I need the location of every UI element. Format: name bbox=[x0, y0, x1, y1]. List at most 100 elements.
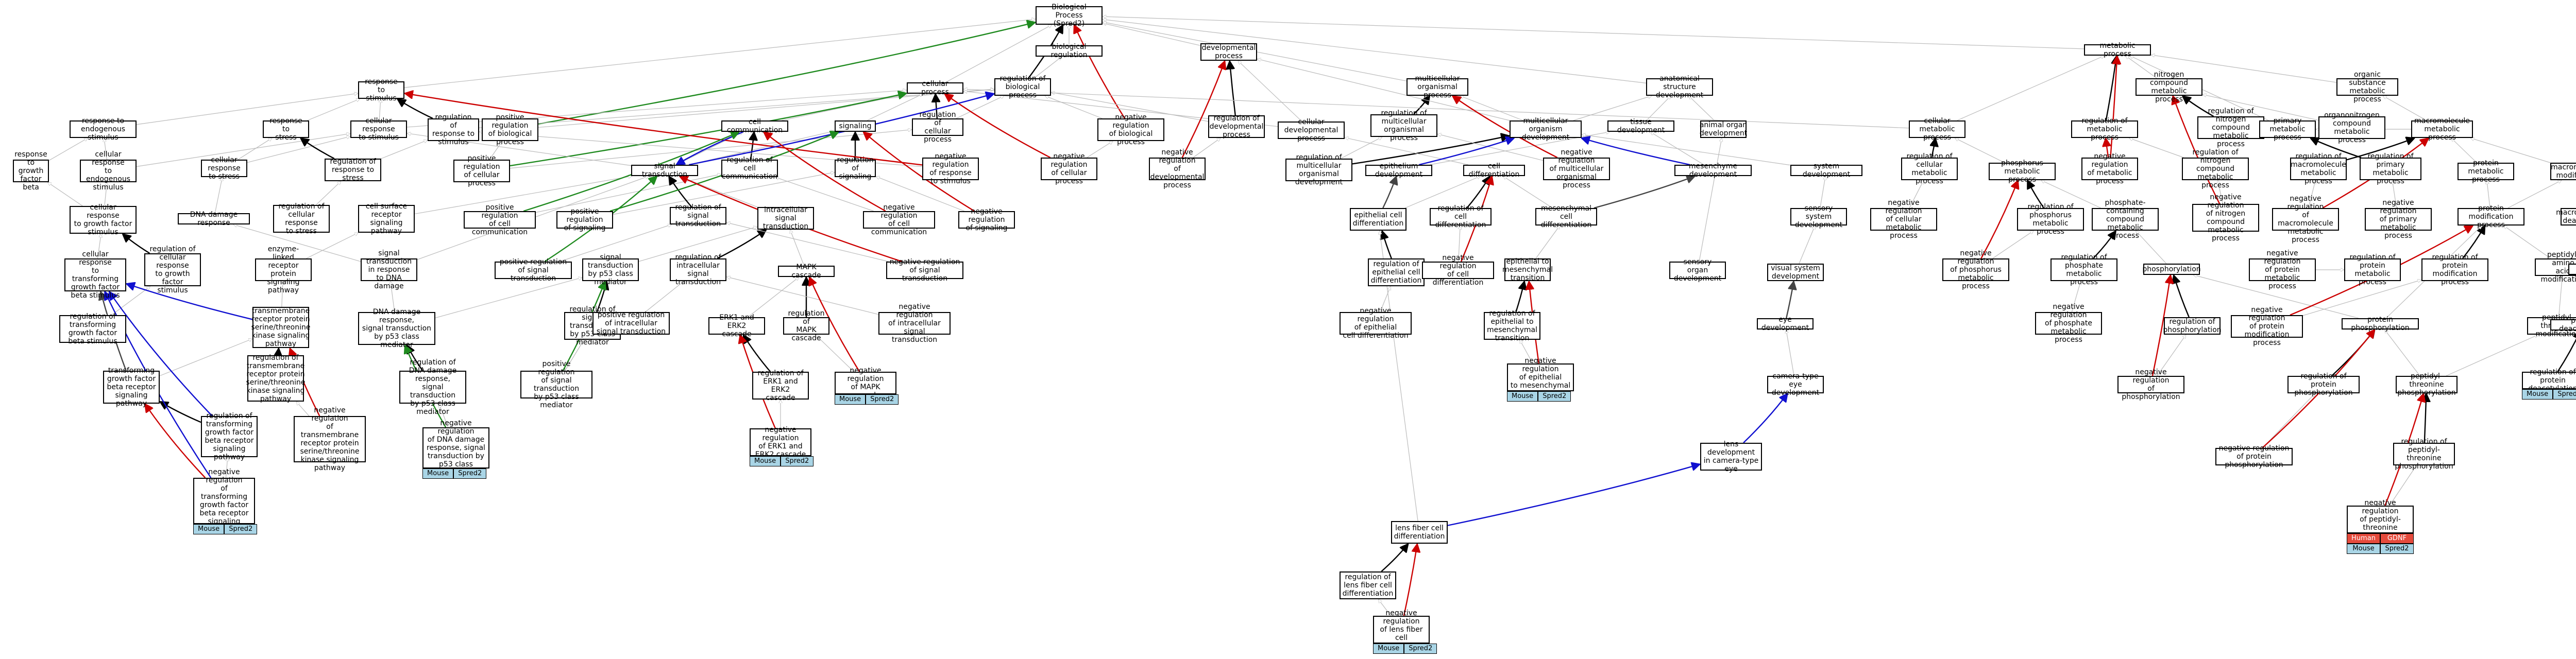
go-term-cellresptgf[interactable]: cellular response to growth factor stimu… bbox=[70, 203, 137, 236]
go-term-epimes[interactable]: epithelial to mesenchymal transition bbox=[1502, 257, 1553, 282]
go-term-regepimes[interactable]: regulation of epithelial to mesenchymal … bbox=[1484, 309, 1540, 342]
go-term-metab[interactable]: metabolic process bbox=[2084, 42, 2151, 58]
annotation-tag-spred2[interactable]: Spred2 bbox=[2380, 544, 2414, 554]
go-term-tissue[interactable]: tissue development bbox=[1607, 118, 1674, 134]
go-term-regresp[interactable]: regulation of response to stimulus bbox=[428, 113, 479, 146]
go-term-negregintra[interactable]: negative regulation of intracellular sig… bbox=[878, 303, 951, 344]
go-term-cellcomm[interactable]: cell communication bbox=[721, 118, 788, 134]
go-term-negregdev[interactable]: negative regulation of developmental pro… bbox=[1149, 148, 1206, 189]
go-term-resptgf[interactable]: response to growth factor beta bbox=[13, 150, 49, 192]
annotation-tag-spred2[interactable]: Spred2 bbox=[1538, 391, 1571, 402]
go-term-regcellresptgf[interactable]: regulation of cellular response to growt… bbox=[144, 245, 201, 294]
go-term-peptidylthrphos[interactable]: peptidyl-threonine phosphorylation bbox=[2396, 372, 2458, 397]
go-term-cellsurf[interactable]: cell surface receptor signaling pathway bbox=[358, 202, 415, 235]
annotation-tag-spred2[interactable]: Spred2 bbox=[781, 456, 814, 466]
go-term-phosphorylation[interactable]: phosphorylation bbox=[2142, 264, 2201, 275]
go-term-negregnitro[interactable]: negative regulation of nitrogen compound… bbox=[2192, 193, 2259, 242]
annotation-tag-mouse[interactable]: Mouse bbox=[1373, 644, 1404, 654]
go-term-regcellcomm[interactable]: regulation of cell communication bbox=[721, 156, 778, 181]
go-term-sigtransdna[interactable]: signal transduction in response to DNA d… bbox=[361, 249, 417, 290]
go-term-regsigtrans[interactable]: regulation of signal transduction bbox=[670, 203, 726, 228]
go-term-celldev[interactable]: cellular developmental process bbox=[1278, 118, 1345, 143]
go-term-reglensfiber[interactable]: regulation of lens fiber cell differenti… bbox=[1340, 571, 1396, 599]
go-term-regmacro[interactable]: regulation of macromolecule metabolic pr… bbox=[2290, 152, 2347, 185]
annotation-tag-mouse[interactable]: Mouse bbox=[422, 469, 454, 479]
go-term-animalorg[interactable]: animal organ development bbox=[1699, 120, 1748, 138]
go-term-regcelldiff[interactable]: regulation of cell differentiation bbox=[1430, 204, 1492, 229]
annotation-tag-spred2[interactable]: Spred2 bbox=[1404, 644, 1437, 654]
go-term-regsignaling[interactable]: regulation of signaling bbox=[835, 156, 876, 181]
go-term-macrodeacyl[interactable]: macromolecule deacylation bbox=[2556, 208, 2576, 226]
go-term-negregprotmod[interactable]: negative regulation of protein modificat… bbox=[2231, 306, 2303, 347]
go-term-regprotphos[interactable]: regulation of protein phosphorylation bbox=[2287, 372, 2360, 397]
go-term-negregcellmetab[interactable]: negative regulation of cellular metaboli… bbox=[1870, 199, 1937, 240]
go-term-respendo[interactable]: response to endogenous stimulus bbox=[70, 117, 137, 142]
go-term-regintrasig[interactable]: regulation of intracellular signal trans… bbox=[670, 253, 726, 286]
go-term-regprotmetab[interactable]: regulation of protein metabolic process bbox=[2344, 253, 2401, 286]
go-term-epidev[interactable]: epithelium development bbox=[1365, 162, 1432, 179]
go-term-negregcellproc[interactable]: negative regulation of cellular process bbox=[1041, 152, 1097, 185]
go-term-mescelldiff[interactable]: mesenchymal cell differentiation bbox=[1535, 204, 1597, 229]
go-term-cellrespstress[interactable]: cellular response to stress bbox=[201, 156, 247, 181]
go-term-posregintra[interactable]: positive regulation of intracellular sig… bbox=[592, 311, 670, 336]
go-term-cellresp[interactable]: cellular response to stimulus bbox=[350, 117, 407, 142]
go-term-posregsig[interactable]: positive regulation of signaling bbox=[556, 207, 613, 232]
go-term-negregtgfpath[interactable]: negative regulation of transforming grow… bbox=[193, 468, 255, 534]
go-term-phosmetab[interactable]: phosphorus metabolic process bbox=[1989, 159, 2056, 184]
go-term-regcellproc[interactable]: regulation of cellular process bbox=[912, 111, 963, 144]
go-term-regpeptidylthr[interactable]: regulation of peptidyl-threonine phospho… bbox=[2393, 438, 2455, 471]
go-term-negregtmrecep[interactable]: negative regulation of transmembrane rec… bbox=[294, 406, 366, 472]
go-term-sensoryorg[interactable]: sensory system development bbox=[1790, 204, 1847, 229]
go-term-regrespstress[interactable]: regulation of response to stress bbox=[325, 158, 381, 182]
go-term-negregmacro[interactable]: negative regulation of macromolecule met… bbox=[2272, 195, 2339, 244]
go-term-epicelldiff[interactable]: epithelial cell differentiation bbox=[1350, 208, 1406, 231]
go-term-erk[interactable]: ERK1 and ERK2 cascade bbox=[708, 314, 765, 338]
go-term-regtmrecep[interactable]: regulation of transmembrane receptor pro… bbox=[246, 354, 306, 403]
go-term-dnadamage[interactable]: DNA damage response bbox=[178, 211, 250, 227]
go-term-macro[interactable]: macromolecule metabolic process bbox=[2411, 117, 2473, 142]
go-term-regmultidev[interactable]: regulation of multicellular organismal d… bbox=[1285, 153, 1352, 186]
go-term-bp[interactable]: Biological Process (Spred2) bbox=[1036, 3, 1103, 28]
go-term-posregsigp53[interactable]: positive regulation of signal transducti… bbox=[520, 360, 592, 409]
go-term-regdev[interactable]: regulation of developmental process bbox=[1208, 114, 1265, 139]
go-term-posregsigtrans[interactable]: positive regulation of signal transducti… bbox=[495, 258, 572, 283]
go-term-negregsigtrans[interactable]: negative regulation of signal transducti… bbox=[886, 258, 963, 283]
go-term-multi[interactable]: multicellular organismal process bbox=[1406, 75, 1468, 99]
go-term-cellproc[interactable]: cellular process bbox=[907, 80, 963, 96]
go-term-regpeptidyldeacet[interactable]: regulation of protein deacetylation bbox=[2522, 368, 2576, 393]
go-term-mesdev[interactable]: mesenchyme development bbox=[1674, 162, 1752, 179]
annotation-tag-mouse[interactable]: Mouse bbox=[193, 524, 225, 534]
go-term-negreglensfiber[interactable]: negative regulation of lens fiber cell d… bbox=[1373, 609, 1430, 650]
annotation-tag-spred2[interactable]: Spred2 bbox=[453, 469, 487, 479]
go-term-signaling[interactable]: signaling bbox=[835, 120, 876, 132]
go-term-regnitro[interactable]: regulation of nitrogen compound metaboli… bbox=[2197, 107, 2264, 148]
go-term-negregresp[interactable]: negative regulation of response to stimu… bbox=[922, 152, 979, 185]
go-term-negregprimary[interactable]: negative regulation of primary metabolic… bbox=[2365, 199, 2432, 240]
annotation-tag-human[interactable]: Human bbox=[2347, 533, 2380, 544]
annotation-tag-mouse[interactable]: Mouse bbox=[835, 394, 866, 405]
go-term-negregprotmetab[interactable]: negative regulation of protein metabolic… bbox=[2249, 249, 2316, 290]
go-term-lensdev[interactable]: lens development in camera-type eye bbox=[1700, 440, 1762, 473]
go-term-negregpeptidylthr[interactable]: negative regulation of peptidyl-threonin… bbox=[2347, 499, 2414, 540]
go-term-protdeacet[interactable]: protein deacetylation bbox=[2550, 317, 2576, 333]
go-term-negregerk[interactable]: negative regulation of ERK1 and ERK2 cas… bbox=[750, 426, 811, 459]
go-term-regphoscontain[interactable]: regulation of phosphate metabolic proces… bbox=[2050, 253, 2117, 286]
go-term-respstress[interactable]: response to stress bbox=[263, 117, 309, 142]
go-term-negregepimes[interactable]: negative regulation of epithelial to mes… bbox=[1507, 357, 1574, 398]
go-term-sigtransp53[interactable]: signal transduction by p53 class mediato… bbox=[582, 253, 639, 286]
go-term-multidev[interactable]: multicellular organism development bbox=[1510, 117, 1582, 142]
annotation-tag-gdnf[interactable]: GDNF bbox=[2380, 533, 2414, 544]
go-term-protmetab[interactable]: protein metabolic process bbox=[2458, 159, 2514, 184]
go-term-regphosphorylation[interactable]: regulation of phosphorylation bbox=[2163, 317, 2222, 335]
go-term-intrasig[interactable]: intracellular signal transduction bbox=[757, 206, 814, 231]
go-term-bioreg[interactable]: biological regulation bbox=[1036, 43, 1103, 59]
go-term-negregprotphos[interactable]: negative regulation of protein phosphory… bbox=[2215, 444, 2293, 469]
go-term-negregepicelldiff[interactable]: negative regulation of epithelial cell d… bbox=[1340, 307, 1412, 340]
go-term-signaltrans[interactable]: signal transduction bbox=[631, 162, 698, 179]
annotation-tag-mouse[interactable]: Mouse bbox=[2347, 544, 2380, 554]
annotation-tag-spred2[interactable]: Spred2 bbox=[2553, 389, 2576, 400]
go-term-regerk[interactable]: regulation of ERK1 and ERK2 cascade bbox=[752, 369, 809, 402]
go-term-posregcellproc[interactable]: positive regulation of cellular process bbox=[453, 154, 510, 187]
go-term-regprimary[interactable]: regulation of primary metabolic process bbox=[2360, 152, 2421, 185]
go-term-negregmapk[interactable]: negative regulation of MAPK cascade bbox=[835, 367, 896, 400]
